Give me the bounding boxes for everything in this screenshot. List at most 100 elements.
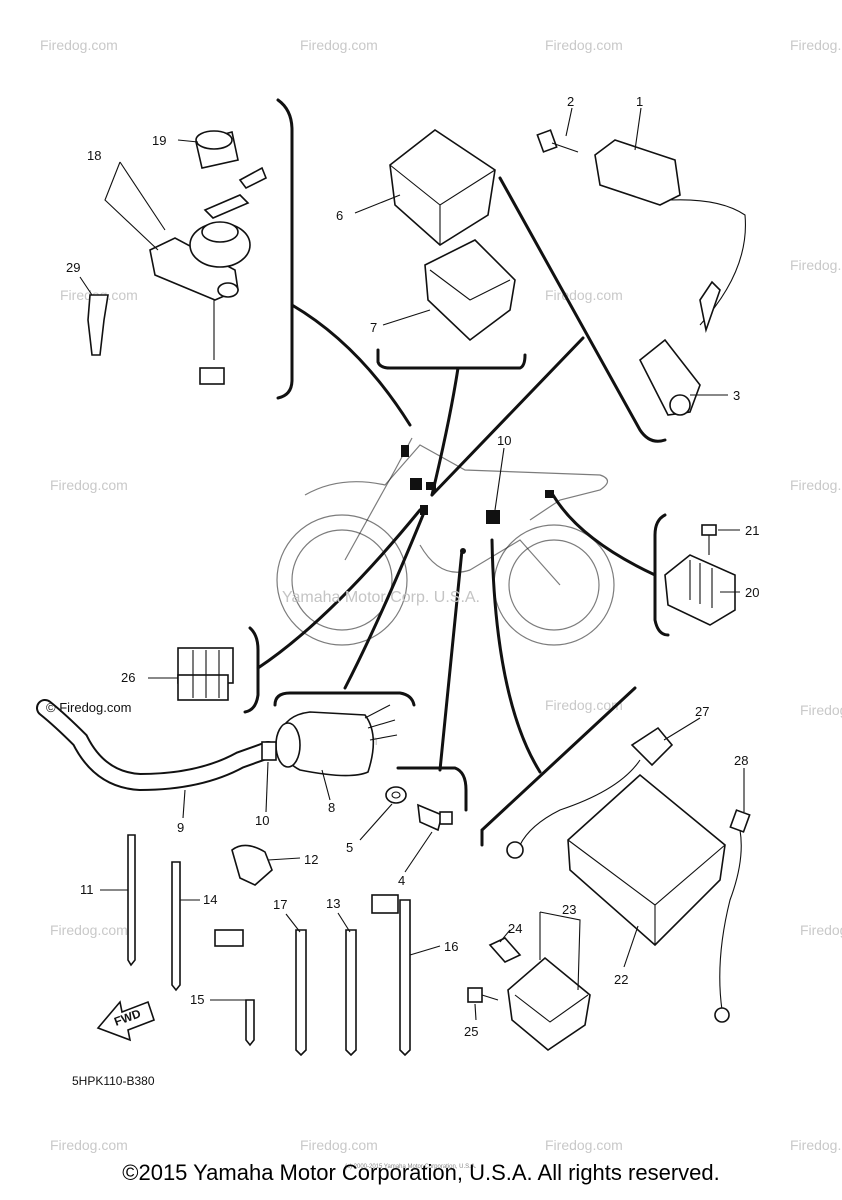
leader-13 (337, 912, 351, 933)
leader-6 (354, 194, 401, 214)
callout-24: 24 (508, 921, 522, 936)
clip-band-part-15 (245, 999, 255, 1047)
callout-15: 15 (190, 992, 204, 1007)
callout-11: 11 (80, 882, 94, 897)
connector-ribs (192, 650, 220, 698)
cable-tie-part-14 (171, 861, 181, 992)
cable-tie-part-16 (399, 899, 411, 1057)
wiring-point (460, 548, 466, 554)
callout-20: 20 (745, 585, 759, 600)
watermark: Firedog.com (50, 477, 128, 493)
inline-watermark: © Firedog.com (46, 700, 131, 715)
bolt-part-2 (536, 129, 579, 153)
bolt-shank (481, 994, 499, 1001)
washer-hole (391, 791, 401, 799)
watermark: Firedog.com (50, 1137, 128, 1153)
rectifier-part-20 (664, 554, 736, 626)
fine-print: (c) 2000-2015 Yamaha Motor Corporation, … (345, 1164, 477, 1170)
relay-part-6 (389, 129, 496, 246)
leader-10-harness (494, 447, 505, 511)
wire-harness-part-9 (36, 699, 277, 792)
callout-6: 6 (336, 208, 343, 223)
sensor-body (417, 803, 443, 832)
leader-sensor (438, 548, 464, 772)
watermark: Firedog.com (545, 1137, 623, 1153)
callout-2: 2 (567, 94, 574, 109)
rear-wheel-rim (508, 539, 600, 631)
front-wheel (276, 514, 408, 646)
bracket-connector-26 (243, 626, 260, 714)
callout-29: 29 (66, 260, 80, 275)
ground-cable (719, 829, 742, 1011)
cdi-unit-part-8 (275, 704, 398, 777)
leader-rectifier (551, 493, 657, 577)
callout-3: 3 (733, 388, 740, 403)
leader-16 (409, 945, 441, 956)
leader-17 (285, 913, 301, 933)
cover-body (424, 239, 516, 342)
clip-head-part-15 (214, 929, 244, 947)
cable-tie-part-17 (295, 929, 307, 1057)
group-leaders (256, 303, 657, 774)
washer-outer (385, 786, 407, 804)
leader-27 (663, 717, 701, 741)
rectifier-fins (689, 560, 713, 608)
cable-tie-part-13 (345, 929, 357, 1057)
ground-eyelet (714, 1007, 730, 1023)
sensor-tip (439, 811, 453, 825)
callout-13: 13 (326, 896, 340, 911)
connector-part-26 (177, 647, 234, 701)
leader-9 (182, 789, 186, 819)
cap-top (195, 130, 233, 150)
battery-lead-part-27 (506, 726, 674, 859)
bracket-sensor (396, 766, 468, 812)
lead-terminal (506, 841, 524, 859)
motorcycle-outline: Yamaha Motor Corp. U.S.A. (276, 437, 615, 646)
leader-8 (321, 769, 331, 801)
callout-10-grommet: 10 (255, 813, 269, 828)
bracket-battery (480, 686, 637, 847)
cdi-wires (364, 704, 398, 741)
wiring-connector (420, 505, 428, 515)
leader-29 (79, 276, 93, 296)
relay-edges (389, 164, 496, 245)
leader-19 (177, 139, 199, 143)
cdi-end-cap (275, 722, 301, 768)
leader-10-grommet (265, 761, 269, 813)
group-brackets (243, 98, 670, 847)
battery-part-22 (567, 773, 726, 947)
wiring-connector (401, 445, 409, 457)
relay-box (389, 129, 496, 246)
callout-9: 9 (177, 820, 184, 835)
bolt-head (701, 524, 717, 536)
watermark: Firedog.com (790, 257, 842, 273)
fuse-holder-body (507, 956, 591, 1051)
callout-7: 7 (370, 320, 377, 335)
switch-connector (199, 367, 225, 385)
callout-25: 25 (464, 1024, 478, 1039)
callout-28: 28 (734, 753, 748, 768)
bolt-shank (551, 142, 579, 153)
callout-12: 12 (304, 852, 318, 867)
bracket-relay (376, 348, 527, 370)
leader-battery (490, 538, 542, 774)
leader-25 (474, 1003, 477, 1021)
callout-numbers: 1 2 3 4 5 6 7 8 9 10 10 11 12 13 14 15 1… (66, 94, 759, 1039)
watermark: Firedog.com (790, 477, 842, 493)
battery-edges (567, 839, 726, 945)
bolt-part-25 (467, 987, 499, 1003)
leader-2 (565, 107, 573, 137)
watermark: Firedog.com (545, 287, 623, 303)
leader-5 (359, 803, 393, 841)
main-switch-part-18 (149, 166, 268, 385)
callout-17: 17 (273, 897, 287, 912)
cap-end (669, 394, 691, 416)
harness-sheath-inner (38, 701, 275, 790)
callout-8: 8 (328, 800, 335, 815)
lead-connector (630, 726, 674, 767)
leader-22 (623, 925, 639, 968)
forward-direction-arrow: FWD (96, 1000, 156, 1042)
callout-26: 26 (121, 670, 135, 685)
rear-wheel (493, 524, 615, 646)
